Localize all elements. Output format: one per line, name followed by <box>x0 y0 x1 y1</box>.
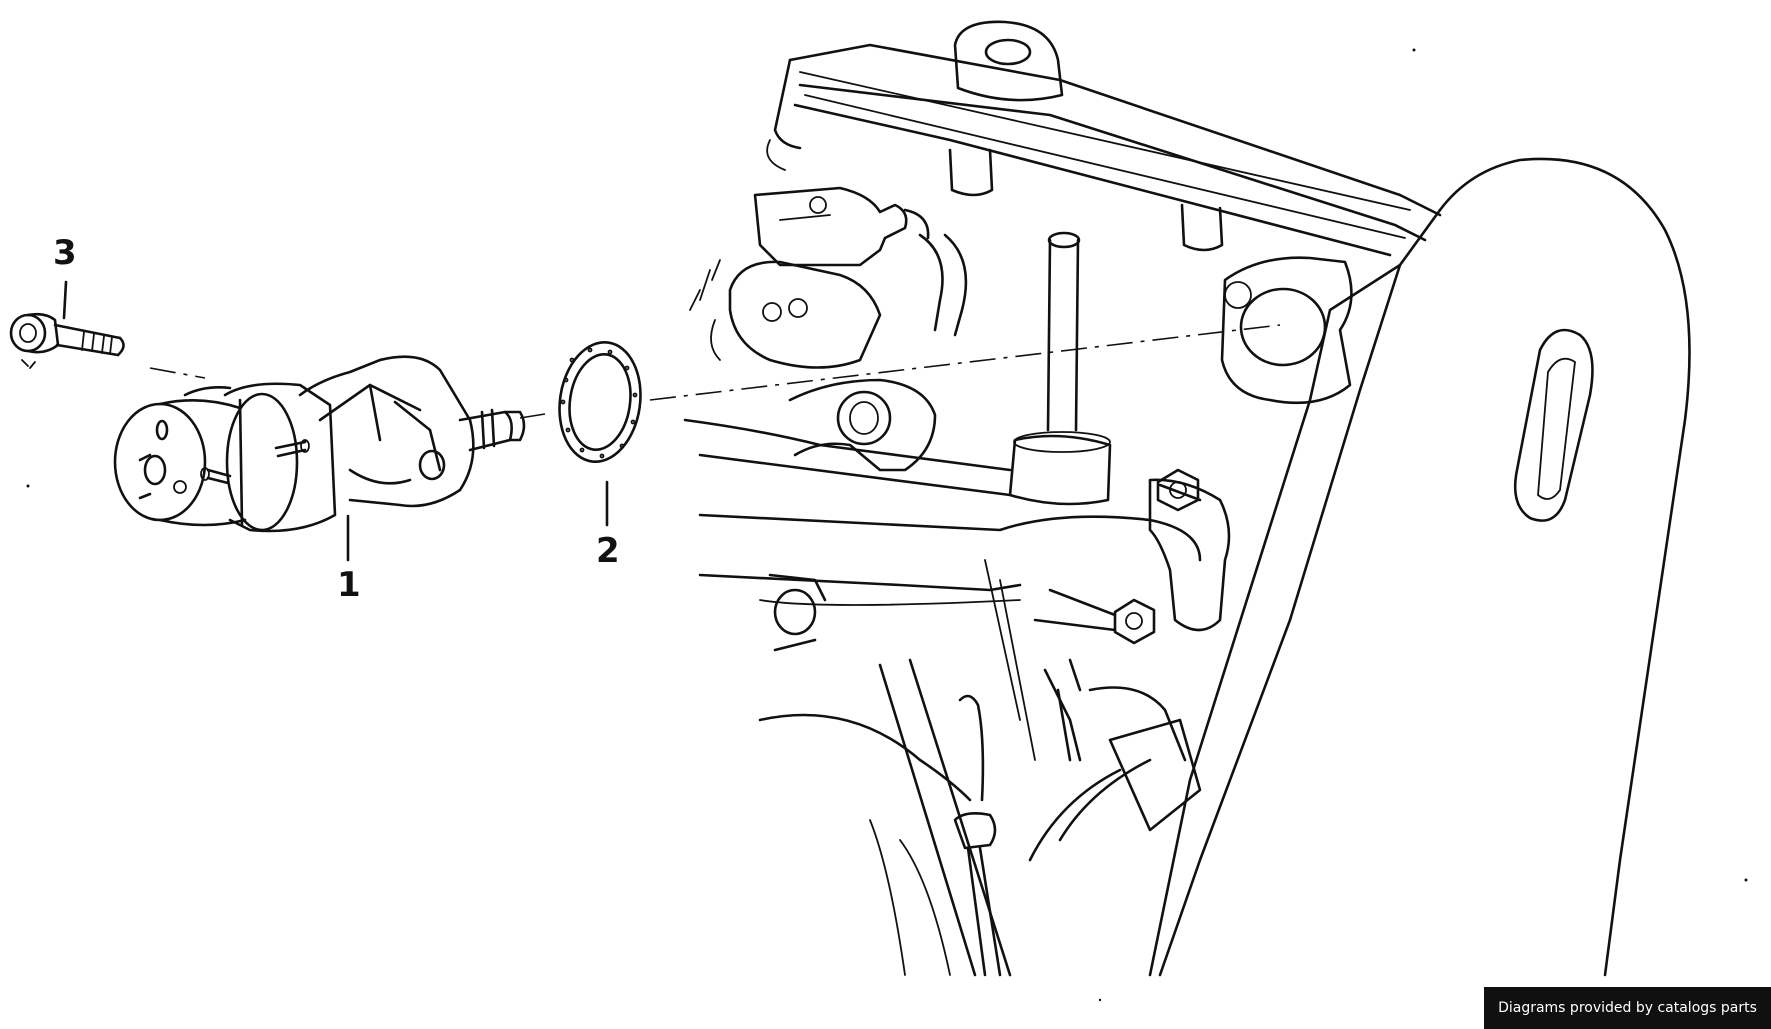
leader-3 <box>62 280 68 320</box>
callout-labels: 3 1 2 <box>53 233 620 605</box>
scan-specks <box>26 48 1748 1002</box>
bolt-part <box>9 312 125 369</box>
pump-part <box>113 355 526 533</box>
callout-leaders <box>62 280 609 562</box>
callout-3: 3 <box>53 233 77 273</box>
diagram-credit-banner: Diagrams provided by catalogs parts <box>1484 987 1771 1029</box>
callout-2: 2 <box>596 531 620 571</box>
gasket-part <box>558 341 642 463</box>
assembly-center-line <box>149 324 1281 419</box>
callout-1: 1 <box>337 565 361 605</box>
credit-text: Diagrams provided by catalogs parts <box>1498 1000 1757 1016</box>
engine-block <box>683 20 1691 977</box>
